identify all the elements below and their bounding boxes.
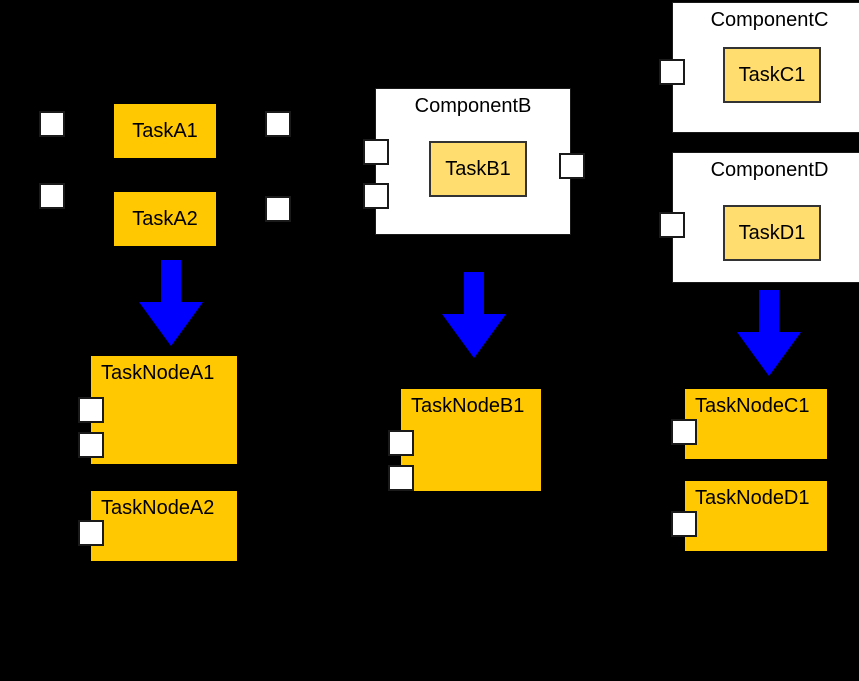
port-taskNodeD1-in-1[interactable] <box>671 511 697 537</box>
port-taskA2-left[interactable] <box>39 183 65 209</box>
task-taskA1[interactable]: TaskA1 <box>113 103 217 159</box>
port-taskNodeA1-in-1[interactable] <box>78 397 104 423</box>
port-componentB-in-1[interactable] <box>363 139 389 165</box>
component-componentD-title: ComponentD <box>710 159 829 181</box>
port-taskNodeA2-in-1[interactable] <box>78 520 104 546</box>
tasknode-taskNodeC1-label: TaskNodeC1 <box>695 395 810 417</box>
task-taskA1-label: TaskA1 <box>132 119 198 142</box>
task-taskD1-label: TaskD1 <box>738 221 806 244</box>
tasknode-taskNodeB1[interactable]: TaskNodeB1 <box>400 388 542 492</box>
tasknode-taskNodeD1[interactable]: TaskNodeD1 <box>684 480 828 552</box>
port-componentD-in-1[interactable] <box>659 212 685 238</box>
port-componentC-in-1[interactable] <box>659 59 685 85</box>
port-taskNodeA1-in-2[interactable] <box>78 432 104 458</box>
task-taskB1[interactable]: TaskB1 <box>429 141 527 197</box>
task-taskD1[interactable]: TaskD1 <box>723 205 821 261</box>
tasknode-taskNodeD1-label: TaskNodeD1 <box>695 487 810 509</box>
component-componentB-title: ComponentB <box>414 95 532 117</box>
arrow-transform-c <box>737 290 801 376</box>
port-taskA1-right[interactable] <box>265 111 291 137</box>
tasknode-taskNodeB1-label: TaskNodeB1 <box>411 395 525 417</box>
tasknode-taskNodeA1[interactable]: TaskNodeA1 <box>90 355 238 465</box>
arrow-transform-a <box>139 260 203 346</box>
task-taskA2[interactable]: TaskA2 <box>113 191 217 247</box>
component-componentD[interactable]: ComponentD TaskD1 <box>672 152 859 283</box>
component-componentC[interactable]: ComponentC TaskC1 <box>672 2 859 133</box>
task-taskB1-label: TaskB1 <box>445 157 511 180</box>
arrow-transform-b <box>442 272 506 358</box>
port-componentB-out-1[interactable] <box>559 153 585 179</box>
tasknode-taskNodeA1-label: TaskNodeA1 <box>101 362 215 384</box>
port-taskNodeB1-in-1[interactable] <box>388 430 414 456</box>
task-taskC1[interactable]: TaskC1 <box>723 47 821 103</box>
tasknode-taskNodeA2-label: TaskNodeA2 <box>101 497 215 519</box>
port-componentB-in-2[interactable] <box>363 183 389 209</box>
tasknode-taskNodeC1[interactable]: TaskNodeC1 <box>684 388 828 460</box>
task-taskC1-label: TaskC1 <box>738 63 806 86</box>
component-componentC-title: ComponentC <box>710 9 829 31</box>
task-taskA2-label: TaskA2 <box>132 207 198 230</box>
port-taskNodeB1-in-2[interactable] <box>388 465 414 491</box>
tasknode-taskNodeA2[interactable]: TaskNodeA2 <box>90 490 238 562</box>
component-componentB[interactable]: ComponentB TaskB1 <box>375 88 571 235</box>
port-taskNodeC1-in-1[interactable] <box>671 419 697 445</box>
port-taskA2-right[interactable] <box>265 196 291 222</box>
port-taskA1-left[interactable] <box>39 111 65 137</box>
